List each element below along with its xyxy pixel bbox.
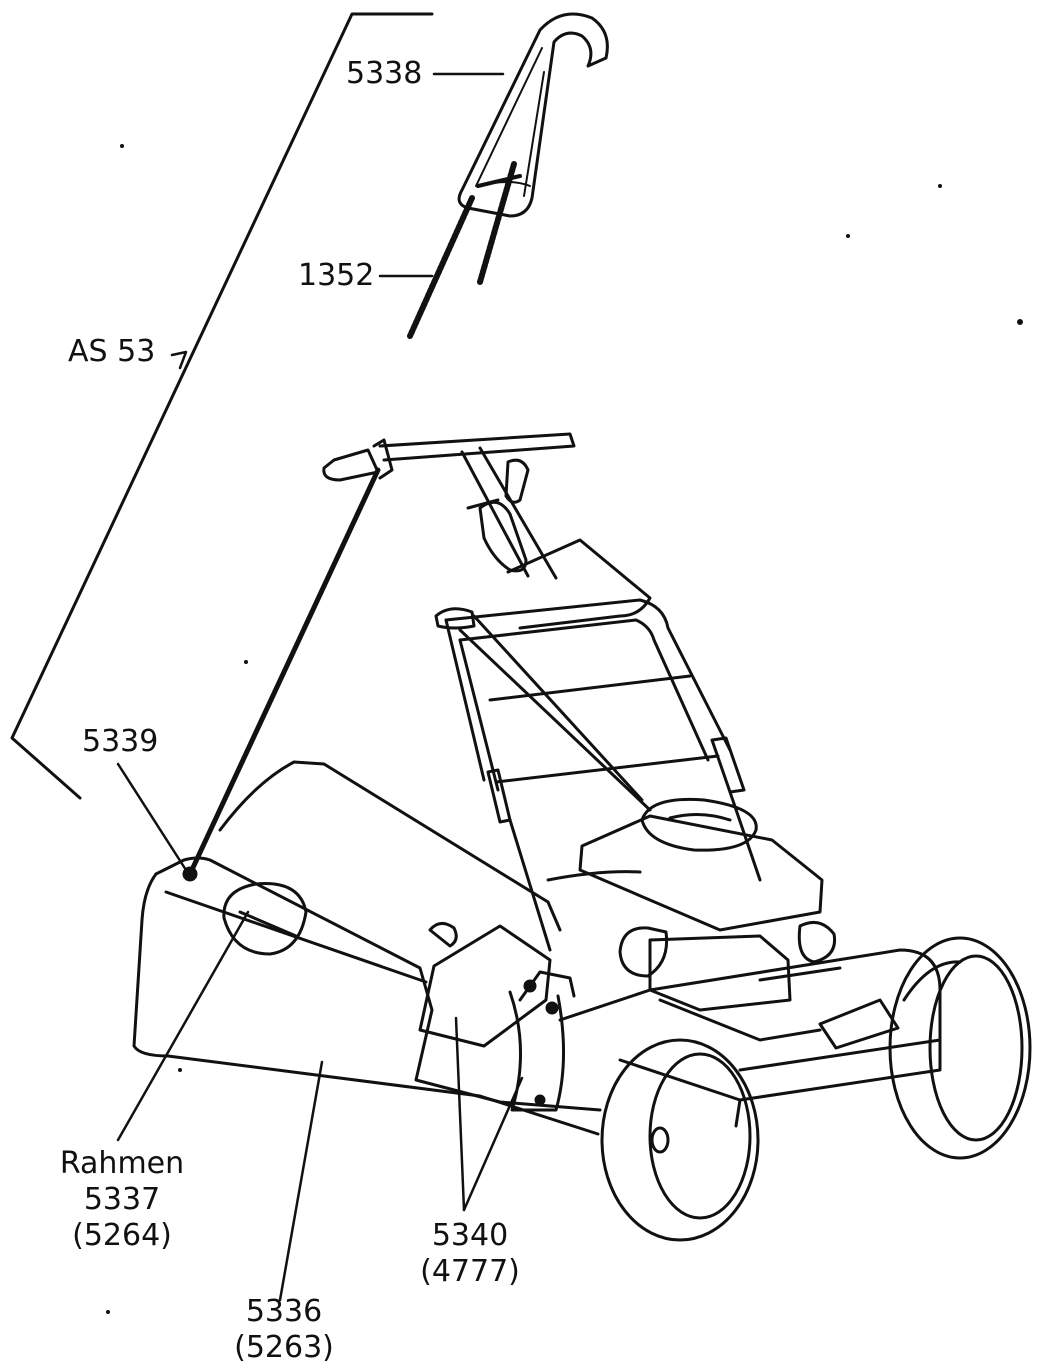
- label-5338: 5338: [346, 56, 423, 91]
- label-5340: 5340 (4777): [420, 1218, 520, 1289]
- label-1352: 1352: [298, 258, 375, 293]
- mower-deck: [546, 870, 942, 1128]
- scan-specks: [106, 144, 1023, 1314]
- label-rahmen-5337: Rahmen 5337 (5264): [59, 1146, 185, 1253]
- handle-frame: [434, 538, 762, 952]
- label-5339: 5339: [82, 724, 159, 759]
- label-5336: 5336 (5263): [234, 1294, 334, 1365]
- handlebar: [322, 432, 576, 580]
- spring-cable: [407, 161, 522, 339]
- label-as53: AS 53: [68, 334, 156, 369]
- engine: [578, 797, 837, 1042]
- leader-lines: [116, 72, 524, 1302]
- tow-cable: [187, 467, 381, 877]
- rear-bracket-plate: [418, 922, 576, 1112]
- front-wheel: [600, 1038, 760, 1242]
- rear-wheel: [888, 936, 1032, 1160]
- grass-catcher: [132, 760, 602, 1136]
- assembly-bracket: [10, 12, 434, 800]
